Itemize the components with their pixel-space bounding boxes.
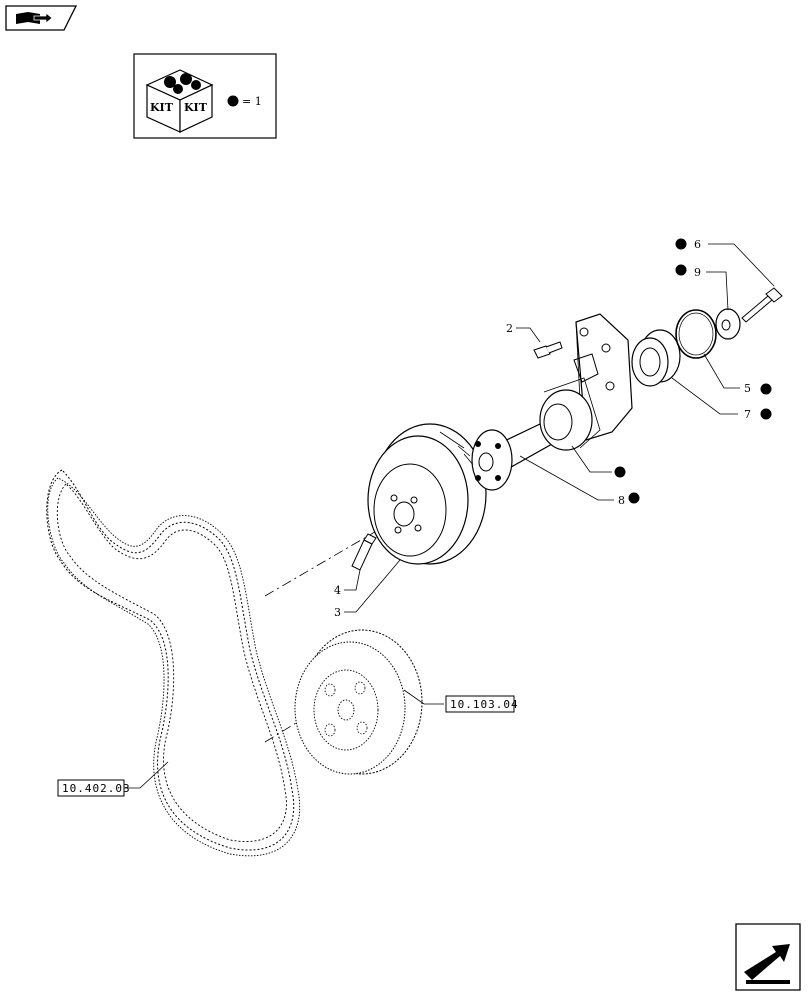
callout-4: 4 [334,584,341,597]
ref-box-flywheel[interactable]: 10.103.04 [445,695,519,713]
ref-box-belt[interactable]: 10.402.03 [57,779,131,797]
kit-legend-text: = 1 [242,95,262,108]
kit-bullet-icon [675,264,687,276]
kit-bullets [614,238,772,504]
callout-6: 6 [694,238,701,251]
callout-5: 5 [744,382,751,395]
top-nav-tab[interactable] [5,5,78,31]
flywheel [294,629,423,775]
kit-boxes-icon [145,69,214,133]
kit-legend-box: KIT KIT = 1 [133,53,277,139]
bolt-6 [741,287,783,323]
kit-bullet-icon [760,408,772,420]
callout-2: 2 [506,322,513,335]
callout-8: 8 [618,494,625,507]
ref-flywheel-text: 10.103.04 [450,698,519,711]
kit-word-left: KIT [150,101,174,114]
callout-9: 9 [694,266,701,279]
hub-flange [471,423,553,491]
kit-bullet-icon [628,492,640,504]
bolt-2 [533,341,563,359]
kit-bullet-icon [675,238,687,250]
bearing [631,329,681,387]
book-arrow-icon [16,12,53,24]
crank-pulley [367,423,487,565]
kit-bullet-icon [227,95,239,107]
serpentine-belt [46,469,301,857]
ref-belt-text: 10.402.03 [62,782,131,795]
washer [715,308,741,340]
leader-lines [124,243,775,789]
next-page-arrow-icon [744,944,790,984]
bolt-4 [351,533,377,571]
next-page-button[interactable] [735,923,801,991]
callout-3: 3 [334,606,341,619]
snap-ring [675,309,717,359]
kit-word-right: KIT [184,101,208,114]
idler-bracket [539,313,633,451]
kit-bullet-icon [614,466,626,478]
callout-7: 7 [744,408,751,421]
kit-bullet-icon [760,383,772,395]
